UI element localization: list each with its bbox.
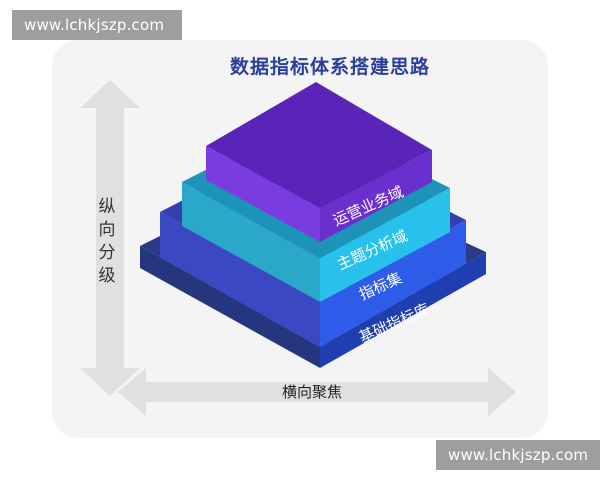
watermark-bottom: www.lchkjszp.com — [436, 440, 600, 470]
vertical-axis-label: 纵向分级 — [98, 197, 116, 286]
horizontal-axis-label: 横向聚焦 — [281, 383, 342, 401]
watermark-top: www.lchkjszp.com — [12, 10, 182, 40]
vertical-arrow — [80, 80, 140, 396]
diagram-title: 数据指标体系搭建思路 — [229, 56, 430, 78]
layer-top — [206, 82, 432, 242]
horizontal-arrow — [118, 368, 516, 416]
